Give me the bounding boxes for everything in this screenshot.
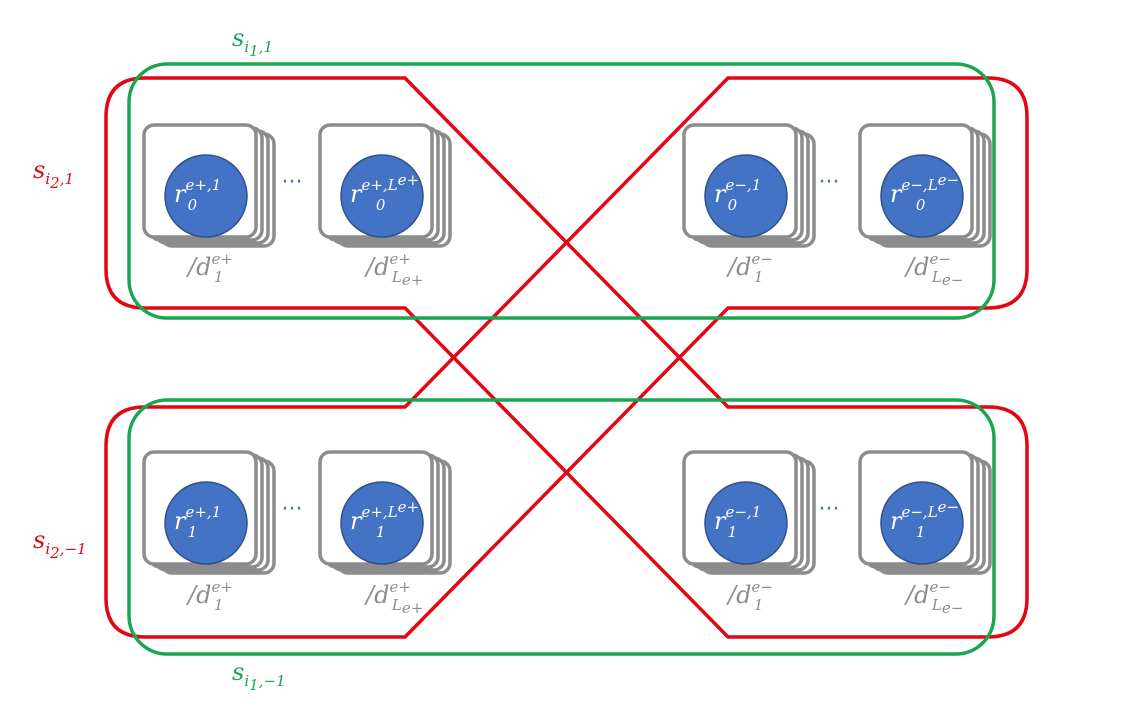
node-circle [164,481,248,565]
label-red-top: si2,1 [33,156,74,192]
node-circle [704,154,788,238]
ellipsis: ··· [282,170,303,195]
green-set-top-outline [127,62,996,320]
red-set-bottom-outline [104,76,1029,639]
node-stack: re+,Le+1/de+Le+ [318,450,452,617]
ellipsis: ··· [819,497,840,522]
node-d-label: /de−1 [726,250,773,286]
node-r-label: re−,Le−1 [890,498,959,541]
node-circle [164,154,248,238]
ellipsis: ··· [819,170,840,195]
node-d-label: /de−Le− [904,250,963,289]
label-green-top: si1,1 [232,24,273,60]
node-d-label: /de+Le+ [364,250,423,289]
node-circle [880,154,964,238]
node-d-label: /de+1 [186,250,233,286]
node-d-label: /de+1 [186,578,233,614]
node-stack: re+,Le+0/de+Le+ [318,123,452,289]
node-circle [340,154,424,238]
node-r-label: re+,Le+0 [350,171,419,214]
node-r-label: re−,Le−0 [890,171,959,214]
node-stack: re−,Le−0/de−Le− [858,123,992,289]
green-set-bottom-outline [127,398,996,656]
node-d-label: /de+Le+ [364,578,423,617]
label-green-bottom: si1,−1 [232,658,286,694]
node-r-label: re+,Le+1 [350,498,419,541]
node-circle [704,481,788,565]
node-circle [880,481,964,565]
node-d-label: /de−Le− [904,578,963,617]
label-red-bottom: si2,−1 [33,526,87,562]
node-d-label: /de−1 [726,578,773,614]
node-circle [340,481,424,565]
node-stack: re−,Le−1/de−Le− [858,450,992,617]
ellipsis: ··· [282,497,303,522]
